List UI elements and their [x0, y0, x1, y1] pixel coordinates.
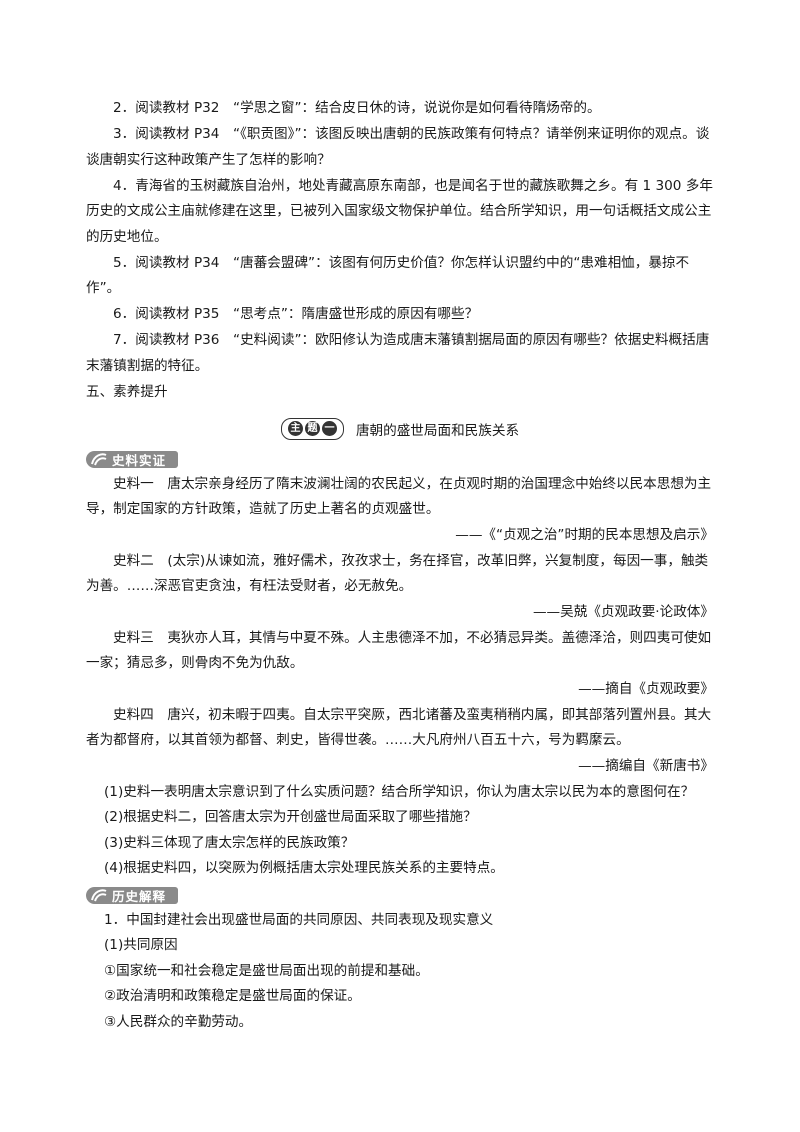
topic-badge-char: 题 — [304, 421, 320, 436]
explanation-point: ②政治清明和政策稳定是盛世局面的保证。 — [104, 988, 361, 1004]
section-heading: 五、素养提升 — [86, 384, 168, 400]
reading-item-3: 3．阅读教材 P34 “《职贡图》”：该图反映出唐朝的民族政策有何特点？请举例来… — [86, 126, 710, 168]
topic-badge-char: 主 — [287, 421, 303, 436]
explanation-block: 1．中国封建社会出现盛世局面的共同原因、共同表现及现实意义 (1)共同原因 ①国… — [86, 908, 714, 1036]
question-item: (2)根据史料二，回答唐太宗为开创盛世局面采取了哪些措施？ — [104, 809, 477, 825]
source-citation: ——摘编自《新唐书》 — [578, 758, 714, 774]
swirl-icon — [91, 453, 107, 466]
source-citation: ——《“贞观之治”时期的民本思想及启示》 — [455, 527, 714, 543]
reading-item-7: 7．阅读教材 P36 “史料阅读”：欧阳修认为造成唐末藩镇割据局面的原因有哪些？… — [86, 332, 710, 374]
section-label-explanation: 历史解释 — [86, 887, 179, 904]
source-list: 史料一 唐太宗亲身经历了隋末波澜壮阔的农民起义，在贞观时期的治国理念中始终以民本… — [86, 472, 714, 780]
source-text: 史料一 唐太宗亲身经历了隋末波澜壮阔的农民起义，在贞观时期的治国理念中始终以民本… — [86, 475, 712, 518]
topic-badge-char: 一 — [321, 421, 337, 436]
question-item: (4)根据史料四，以突厥为例概括唐太宗处理民族关系的主要特点。 — [104, 860, 504, 876]
reading-item-4: 4．青海省的玉树藏族自治州，地处青藏高原东南部，也是闻名于世的藏族歌舞之乡。有 … — [86, 177, 713, 245]
topic-title: 唐朝的盛世局面和民族关系 — [355, 422, 520, 439]
section-label-evidence: 史料实证 — [86, 451, 179, 468]
explanation-point: ①国家统一和社会稳定是盛世局面出现的前提和基础。 — [104, 962, 429, 979]
label-row-evidence: 史料实证 — [86, 448, 714, 472]
section-label-text: 史料实证 — [112, 453, 167, 468]
topic-badge: 主 题 一 — [280, 417, 344, 440]
source-citation: ——摘自《贞观政要》 — [578, 681, 714, 697]
swirl-icon — [91, 889, 107, 902]
reading-item-2: 2．阅读教材 P32 “学思之窗”：结合皮日休的诗，说说你是如何看待隋炀帝的。 — [113, 100, 601, 116]
question-list: (1)史料一表明唐太宗意识到了什么实质问题？结合所学知识，你认为唐太宗以民为本的… — [86, 780, 714, 882]
reading-item-6: 6．阅读教材 P35 “思考点”：隋唐盛世形成的原因有哪些？ — [113, 306, 479, 322]
reading-item-5: 5．阅读教材 P34 “唐蕃会盟碑”：该图有何历史价值？你怎样认识盟约中的“患难… — [86, 254, 690, 297]
source-text: 史料三 夷狄亦人耳，其情与中夏不殊。人主患德泽不加，不必猜忌异类。盖德泽洽，则四… — [86, 629, 712, 672]
topic-header: 主 题 一 唐朝的盛世局面和民族关系 — [86, 414, 714, 444]
section-label-text: 历史解释 — [112, 889, 167, 904]
explanation-point: ③人民群众的辛勤劳动。 — [104, 1013, 253, 1030]
explanation-subheading: (1)共同原因 — [104, 937, 178, 953]
label-row-explanation: 历史解释 — [86, 884, 714, 908]
explanation-heading: 1．中国封建社会出现盛世局面的共同原因、共同表现及现实意义 — [104, 911, 494, 928]
source-text: 史料二 (太宗)从谏如流，雅好儒术，孜孜求士，务在择官，改革旧弊，兴复制度，每因… — [86, 552, 709, 595]
question-item: (3)史料三体现了唐太宗怎样的民族政策？ — [104, 834, 355, 851]
source-citation: ——吴兢《贞观政要·论政体》 — [532, 604, 714, 620]
question-item: (1)史料一表明唐太宗意识到了什么实质问题？结合所学知识，你认为唐太宗以民为本的… — [104, 783, 695, 800]
source-text: 史料四 唐兴，初未暇于四夷。自太宗平突厥，西北诸蕃及蛮夷稍稍内属，即其部落列置州… — [86, 706, 712, 749]
reading-items: 2．阅读教材 P32 “学思之窗”：结合皮日休的诗，说说你是如何看待隋炀帝的。 … — [86, 96, 714, 379]
